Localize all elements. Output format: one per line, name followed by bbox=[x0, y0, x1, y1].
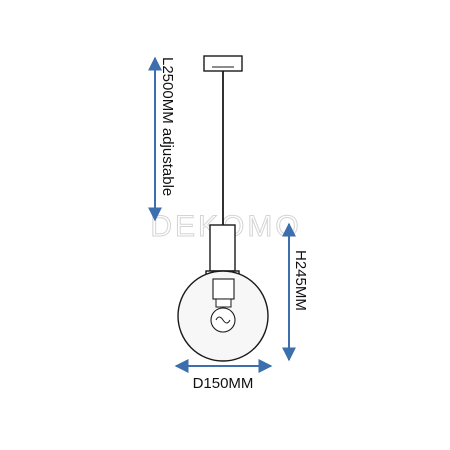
light-bulb bbox=[210, 298, 236, 333]
cable-length-label: L2500MM adjustable bbox=[159, 57, 176, 196]
diameter-label: D150MM bbox=[193, 375, 254, 392]
ceiling-canopy bbox=[203, 55, 243, 72]
height-label: H245MM bbox=[292, 250, 309, 311]
